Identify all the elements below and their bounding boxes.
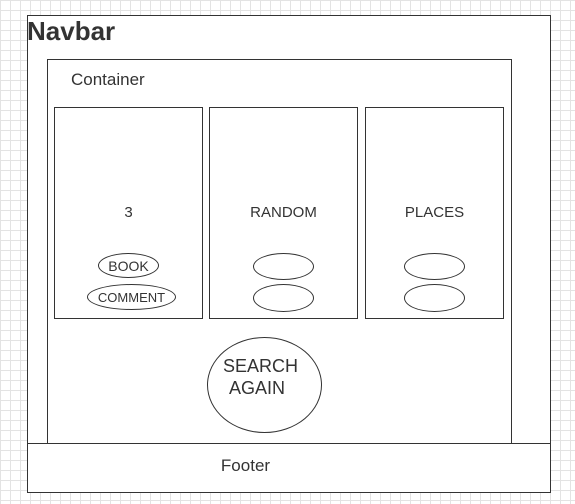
column-2-button-1[interactable] — [253, 253, 314, 280]
container-label: Container — [71, 70, 145, 89]
search-again-label-line-2: AGAIN — [229, 378, 286, 398]
comment-button[interactable]: COMMENT — [87, 284, 176, 310]
book-button[interactable]: BOOK — [98, 253, 159, 278]
navbar-title: Navbar — [27, 16, 116, 46]
column-1-label: 3 — [124, 204, 133, 221]
column-card-1 — [54, 107, 203, 319]
footer-box — [27, 443, 551, 493]
column-3-button-1[interactable] — [404, 253, 465, 280]
search-again-button[interactable] — [207, 337, 322, 433]
search-again-label-line-1: SEARCH — [223, 356, 299, 376]
column-2-button-2[interactable] — [253, 284, 314, 312]
column-2-label: RANDOM — [250, 204, 317, 221]
column-3-label: PLACES — [404, 204, 465, 221]
footer-label: Footer — [220, 456, 271, 475]
column-3-button-2[interactable] — [404, 284, 465, 312]
